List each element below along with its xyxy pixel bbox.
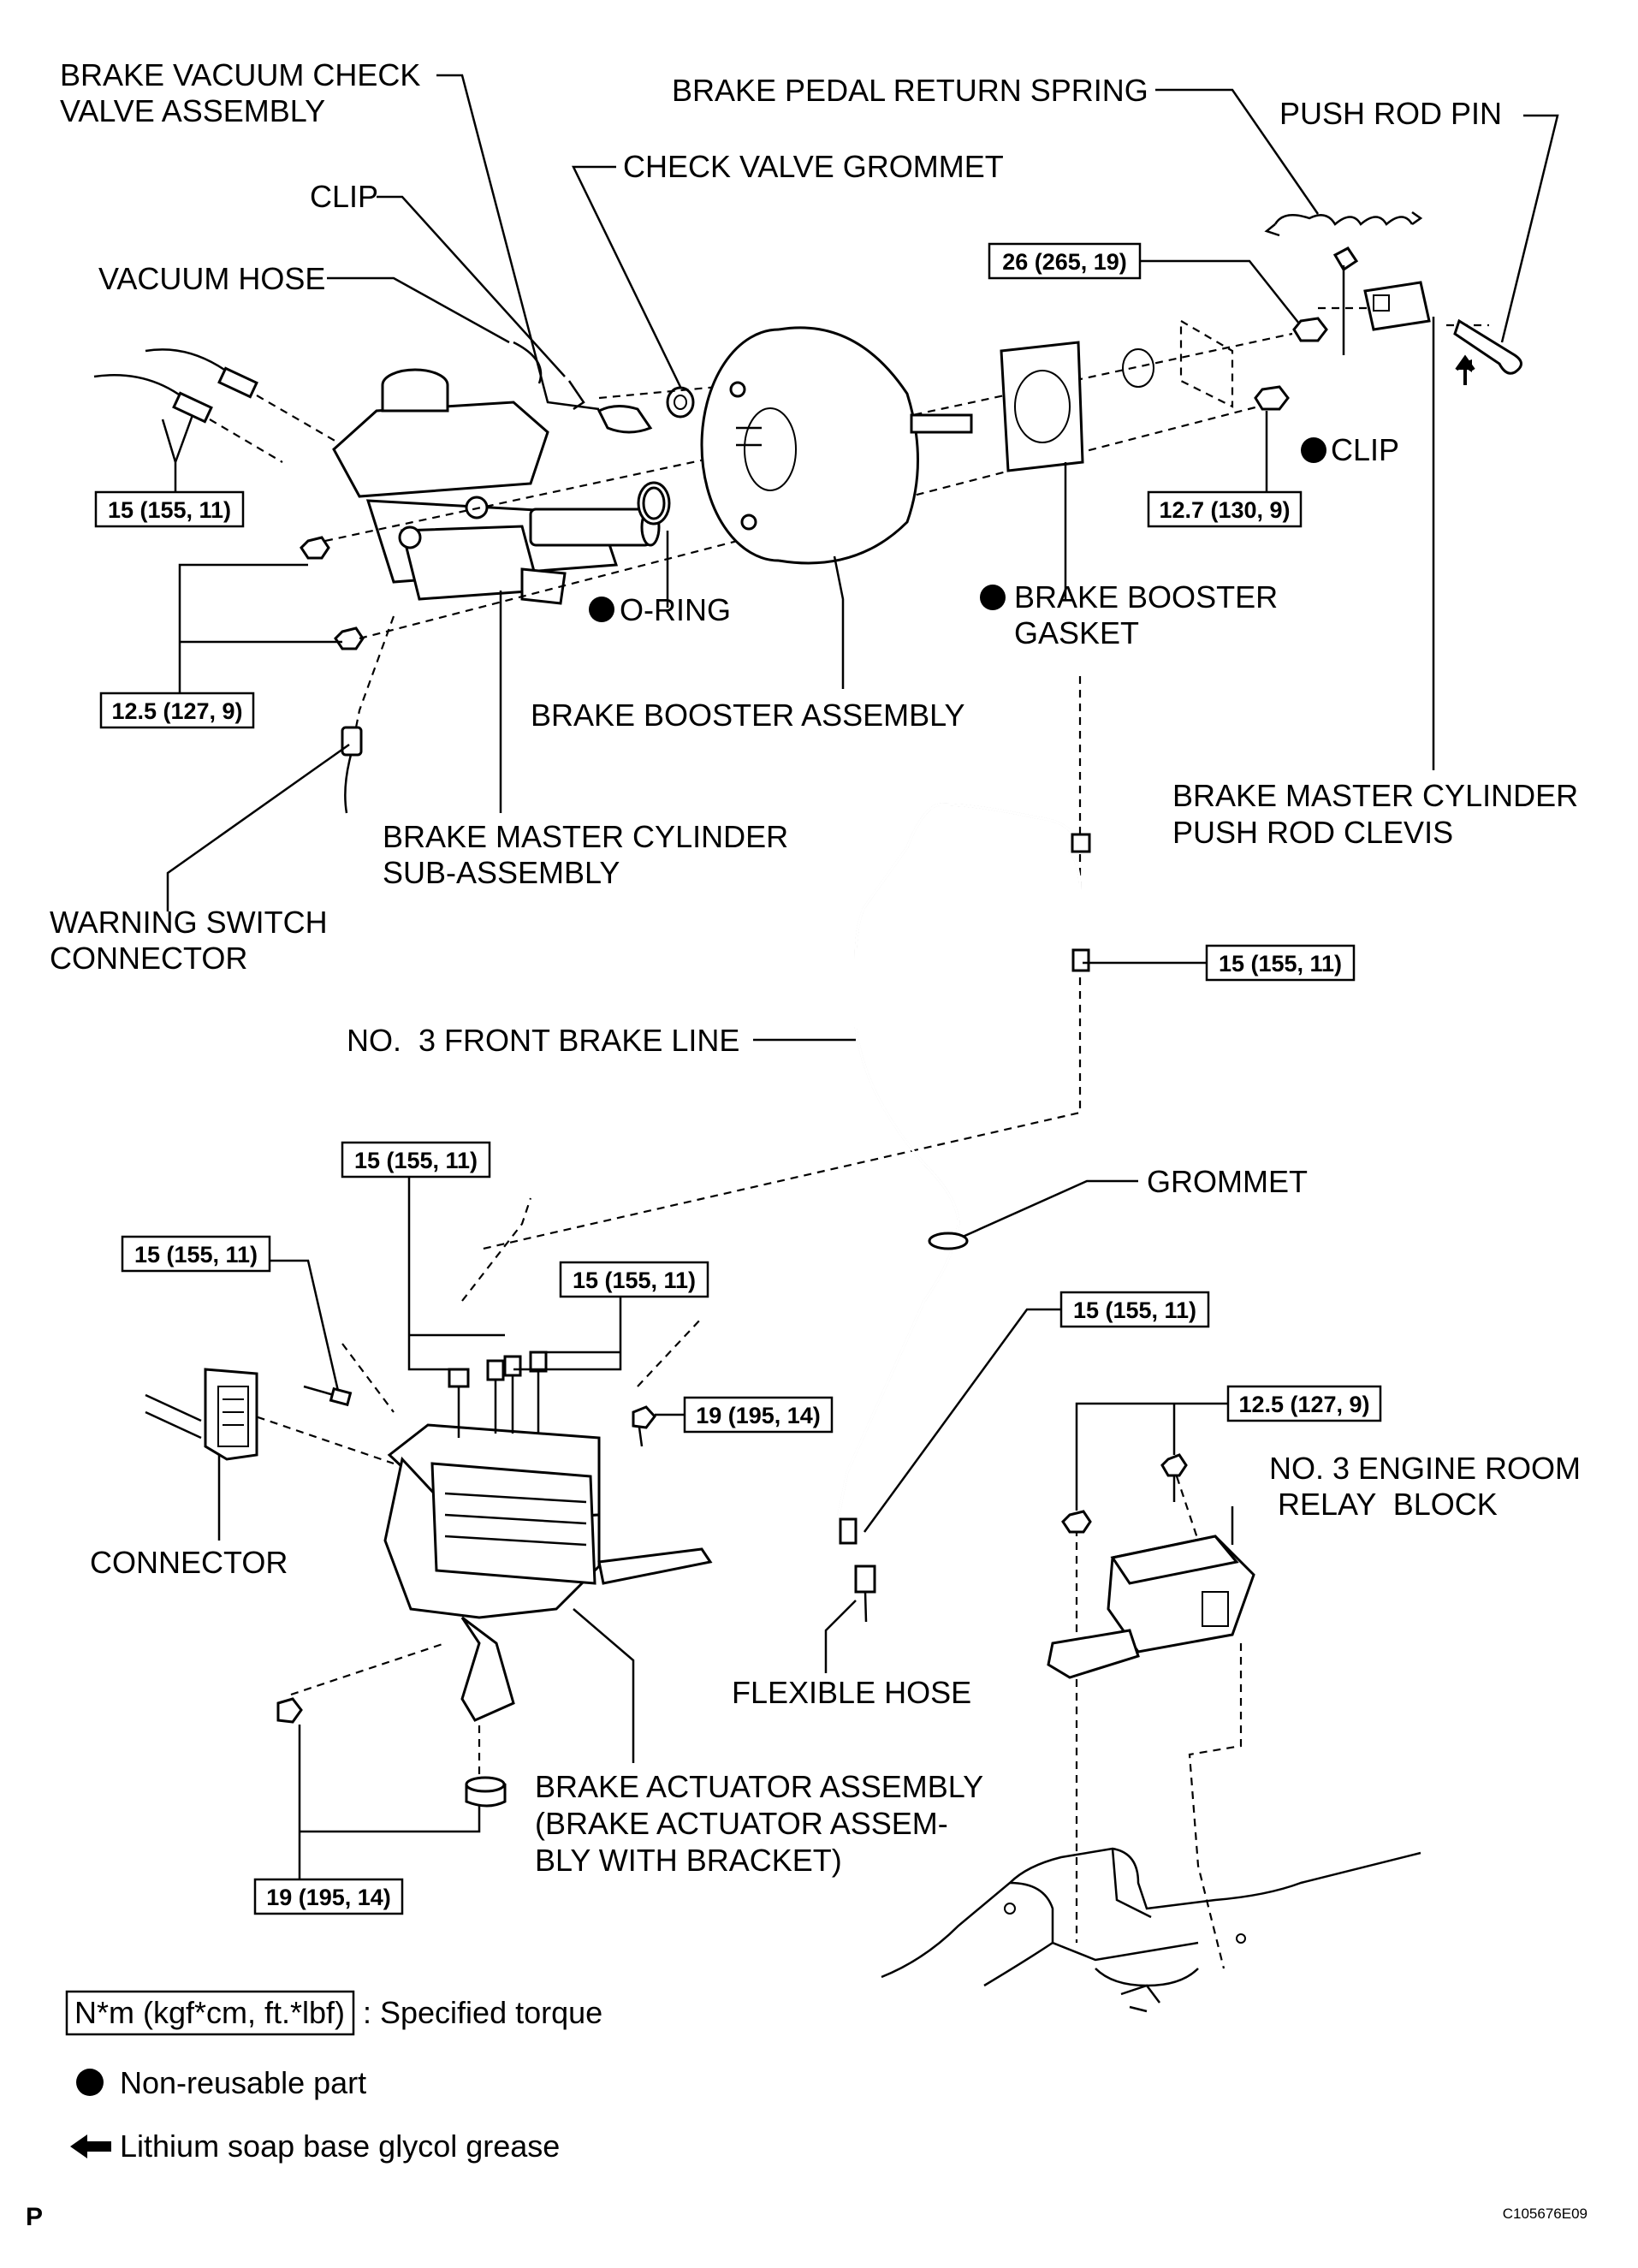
torque-box-actuator-bracket: 19 (195, 14) [253,1878,404,1915]
front-brake-line-drawing [837,803,1091,1623]
torque-value: 15 (155, 11) [108,497,231,523]
legend-grease-text: Lithium soap base glycol grease [120,2128,560,2164]
torque-value: 15 (155, 11) [573,1268,696,1293]
label-engine-room-relay-line1: NO. 3 ENGINE ROOM [1269,1451,1581,1486]
torque-box-mc-nuts: 12.5 (127, 9) [99,692,255,729]
label-check-valve-grommet: CHECK VALVE GROMMET [623,149,1004,184]
label-grommet: GROMMET [1147,1164,1308,1199]
torque-box-booster-upper: 26 (265, 19) [988,242,1142,280]
warning-switch-connector-drawing [341,726,363,814]
label-master-cylinder-line1: BRAKE MASTER CYLINDER [383,819,788,854]
label-warning-switch-line2: CONNECTOR [50,941,247,976]
torque-value: 15 (155, 11) [1219,951,1342,977]
grease-arrow-icon [70,2134,111,2158]
gasket-nonreusable-dot [980,585,1006,610]
legend: N*m (kgf*cm, ft.*lbf) : Specified torque… [65,1990,602,2164]
label-brake-booster-assembly: BRAKE BOOSTER ASSEMBLY [531,698,965,733]
label-brake-booster-gasket-line1: BRAKE BOOSTER [1014,579,1278,614]
torque-value: 19 (195, 14) [266,1885,391,1910]
label-brake-pedal-return-spring: BRAKE PEDAL RETURN SPRING [672,73,1148,108]
label-front-brake-line: NO. 3 FRONT BRAKE LINE [347,1023,739,1058]
o-ring-nonreusable-dot [589,597,614,622]
torque-value: 15 (155, 11) [134,1242,258,1268]
vacuum-hose-drawing [93,341,543,463]
label-actuator-line1: BRAKE ACTUATOR ASSEMBLY [535,1769,983,1804]
label-actuator-line3: BLY WITH BRACKET) [535,1843,842,1878]
torque-boxes: 26 (265, 19) 12.7 (130, 9) 15 (155, 11) … [94,242,1382,1915]
legend-torque: N*m (kgf*cm, ft.*lbf) : Specified torque [65,1990,602,2036]
corner-letter: P [26,2203,43,2231]
label-actuator-line2: (BRAKE ACTUATOR ASSEM- [535,1806,948,1841]
label-clip-right: CLIP [1331,432,1399,467]
legend-nonreusable-text: Non-reusable part [120,2065,366,2100]
legend-torque-text: : Specified torque [363,1995,602,2030]
label-clip-top: CLIP [310,179,378,214]
torque-box-actuator-top: 15 (155, 11) [341,1141,491,1179]
torque-box-brake-line-top: 15 (155, 11) [1205,944,1356,982]
vehicle-body-drawing [881,1847,1421,2013]
non-reusable-markers [589,437,1326,622]
label-push-rod-clevis-line2: PUSH ROD CLEVIS [1172,815,1453,850]
master-cylinder-fasteners [300,380,695,650]
label-engine-room-relay-line2: RELAY BLOCK [1269,1487,1498,1522]
torque-value: 15 (155, 11) [354,1148,478,1173]
figure-code: C105676E09 [1503,2206,1588,2222]
brake-actuator-drawing [276,1351,713,1808]
label-push-rod-pin: PUSH ROD PIN [1279,96,1502,131]
torque-box-mc-tubes: 15 (155, 11) [94,490,245,528]
part-labels: BRAKE VACUUM CHECK VALVE ASSEMBLY BRAKE … [50,57,1581,1878]
torque-box-actuator-right: 15 (155, 11) [559,1261,709,1298]
label-connector: CONNECTOR [90,1545,288,1580]
label-warning-switch-line1: WARNING SWITCH [50,905,328,940]
legend-grease: Lithium soap base glycol grease [70,2128,560,2164]
legend-torque-unit: N*m (kgf*cm, ft.*lbf) [74,1995,345,2030]
label-brake-vacuum-check-valve-line2: VALVE ASSEMBLY [60,93,325,128]
brake-booster-drawing [700,326,1154,565]
torque-value: 19 (195, 14) [696,1403,821,1428]
nonreusable-dot-icon [76,2069,104,2096]
torque-value: 12.7 (130, 9) [1159,497,1290,523]
label-brake-booster-gasket-line2: GASKET [1014,615,1139,650]
label-push-rod-clevis-line1: BRAKE MASTER CYLINDER [1172,778,1578,813]
label-brake-vacuum-check-valve-line1: BRAKE VACUUM CHECK [60,57,420,92]
torque-box-actuator-bolt: 19 (195, 14) [683,1396,834,1434]
torque-box-flex-hose: 15 (155, 11) [1059,1291,1210,1328]
torque-box-actuator-left: 15 (155, 11) [121,1235,271,1273]
torque-value: 15 (155, 11) [1073,1297,1196,1323]
label-o-ring: O-RING [620,592,731,627]
legend-nonreusable: Non-reusable part [76,2065,366,2100]
torque-value: 12.5 (127, 9) [111,698,242,724]
torque-box-booster-lower: 12.7 (130, 9) [1147,490,1303,528]
label-vacuum-hose: VACUUM HOSE [98,261,325,296]
clip-nonreusable-dot [1301,437,1326,463]
label-flexible-hose: FLEXIBLE HOSE [732,1675,971,1710]
actuator-connector-drawing [145,1368,353,1461]
label-master-cylinder-line2: SUB-ASSEMBLY [383,855,620,890]
master-cylinder-drawing [332,368,671,605]
torque-box-relay-block: 12.5 (127, 9) [1226,1385,1382,1422]
torque-value: 26 (265, 19) [1002,249,1127,275]
leader-lines [161,74,1559,1879]
relay-block-drawing [1047,1453,1255,1679]
booster-hardware [1254,211,1522,411]
torque-value: 12.5 (127, 9) [1238,1392,1369,1417]
